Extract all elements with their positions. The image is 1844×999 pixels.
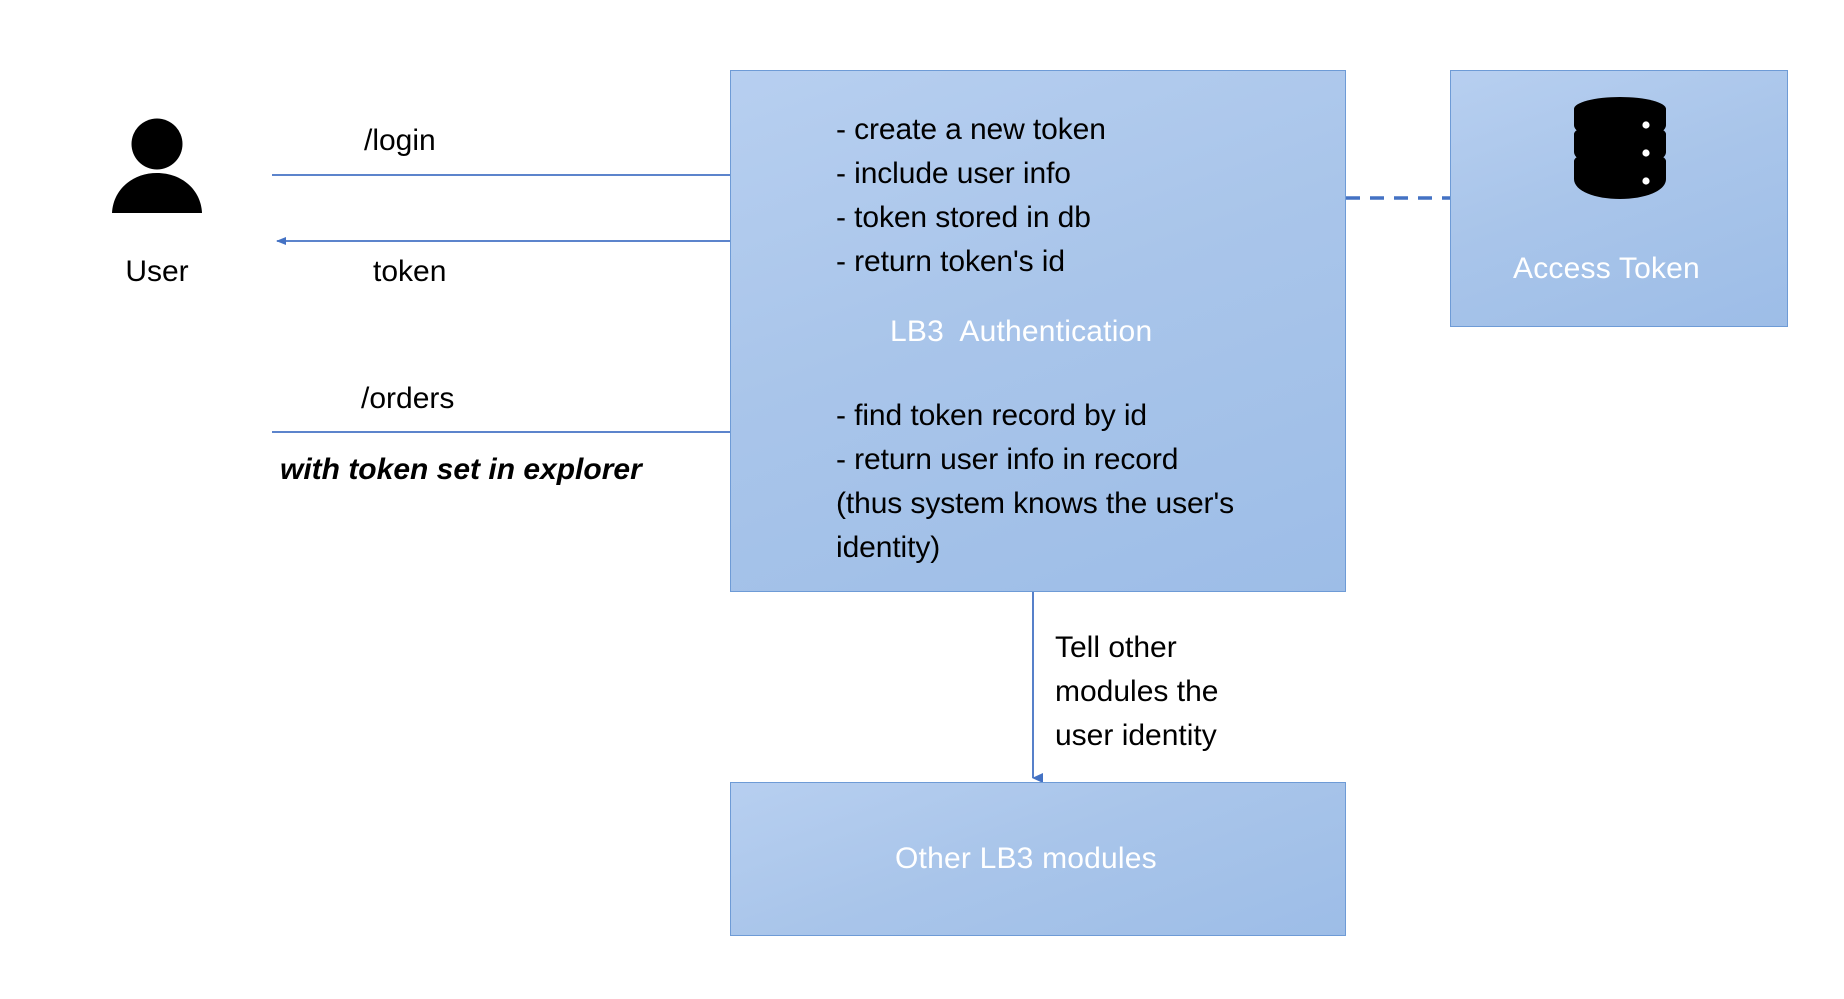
- edge-label-orders: /orders: [361, 382, 455, 415]
- other-lb3-modules-box: [730, 782, 1346, 936]
- database-icon: [1574, 97, 1666, 199]
- user-label: User: [125, 255, 189, 288]
- lb3-upper-steps: - create a new token - include user info…: [836, 113, 1106, 278]
- edge-label-login: /login: [364, 124, 436, 157]
- lb3-box-title: LB3 Authentication: [890, 315, 1153, 348]
- lb3-lower-steps: - find token record by id - return user …: [836, 399, 1234, 564]
- edge-note-orders: with token set in explorer: [280, 453, 642, 486]
- access-token-label: Access Token: [1513, 252, 1700, 285]
- edge-label-token: token: [373, 255, 447, 288]
- person-icon: [112, 118, 202, 213]
- other-lb3-modules-label: Other LB3 modules: [895, 842, 1157, 875]
- edge-label-tell-modules: Tell other modules the user identity: [1055, 631, 1219, 752]
- lb3-authentication-box: [730, 70, 1346, 592]
